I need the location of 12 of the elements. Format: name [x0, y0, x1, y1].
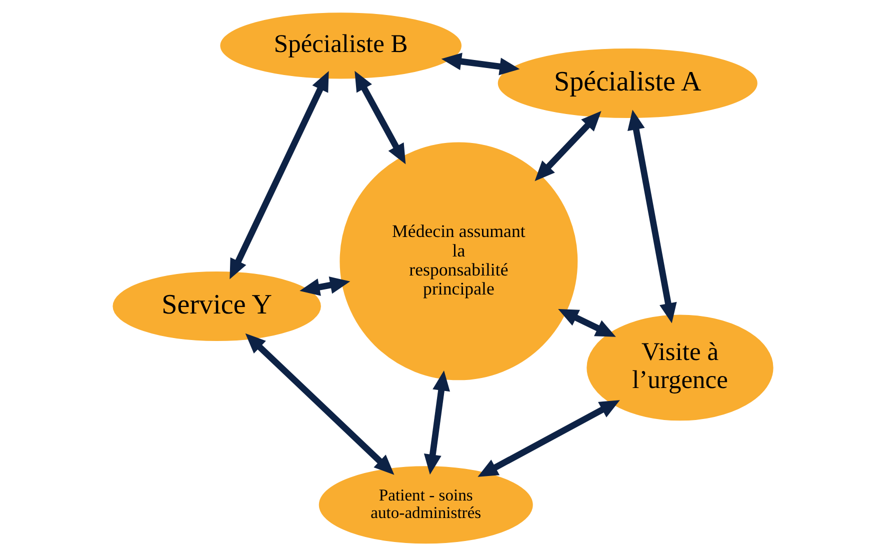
arrow	[558, 309, 616, 337]
arrow	[245, 333, 394, 475]
arrow	[300, 276, 350, 296]
arrow	[628, 110, 677, 324]
arrow	[424, 370, 450, 475]
node-ellipse: Patient - soins auto-administrés	[318, 466, 533, 544]
arrow	[534, 110, 602, 182]
arrow	[441, 52, 520, 76]
arrow	[478, 400, 620, 477]
node-ellipse: Visite à l’urgence	[586, 314, 774, 421]
arrow	[230, 70, 329, 280]
arrow	[354, 70, 406, 164]
